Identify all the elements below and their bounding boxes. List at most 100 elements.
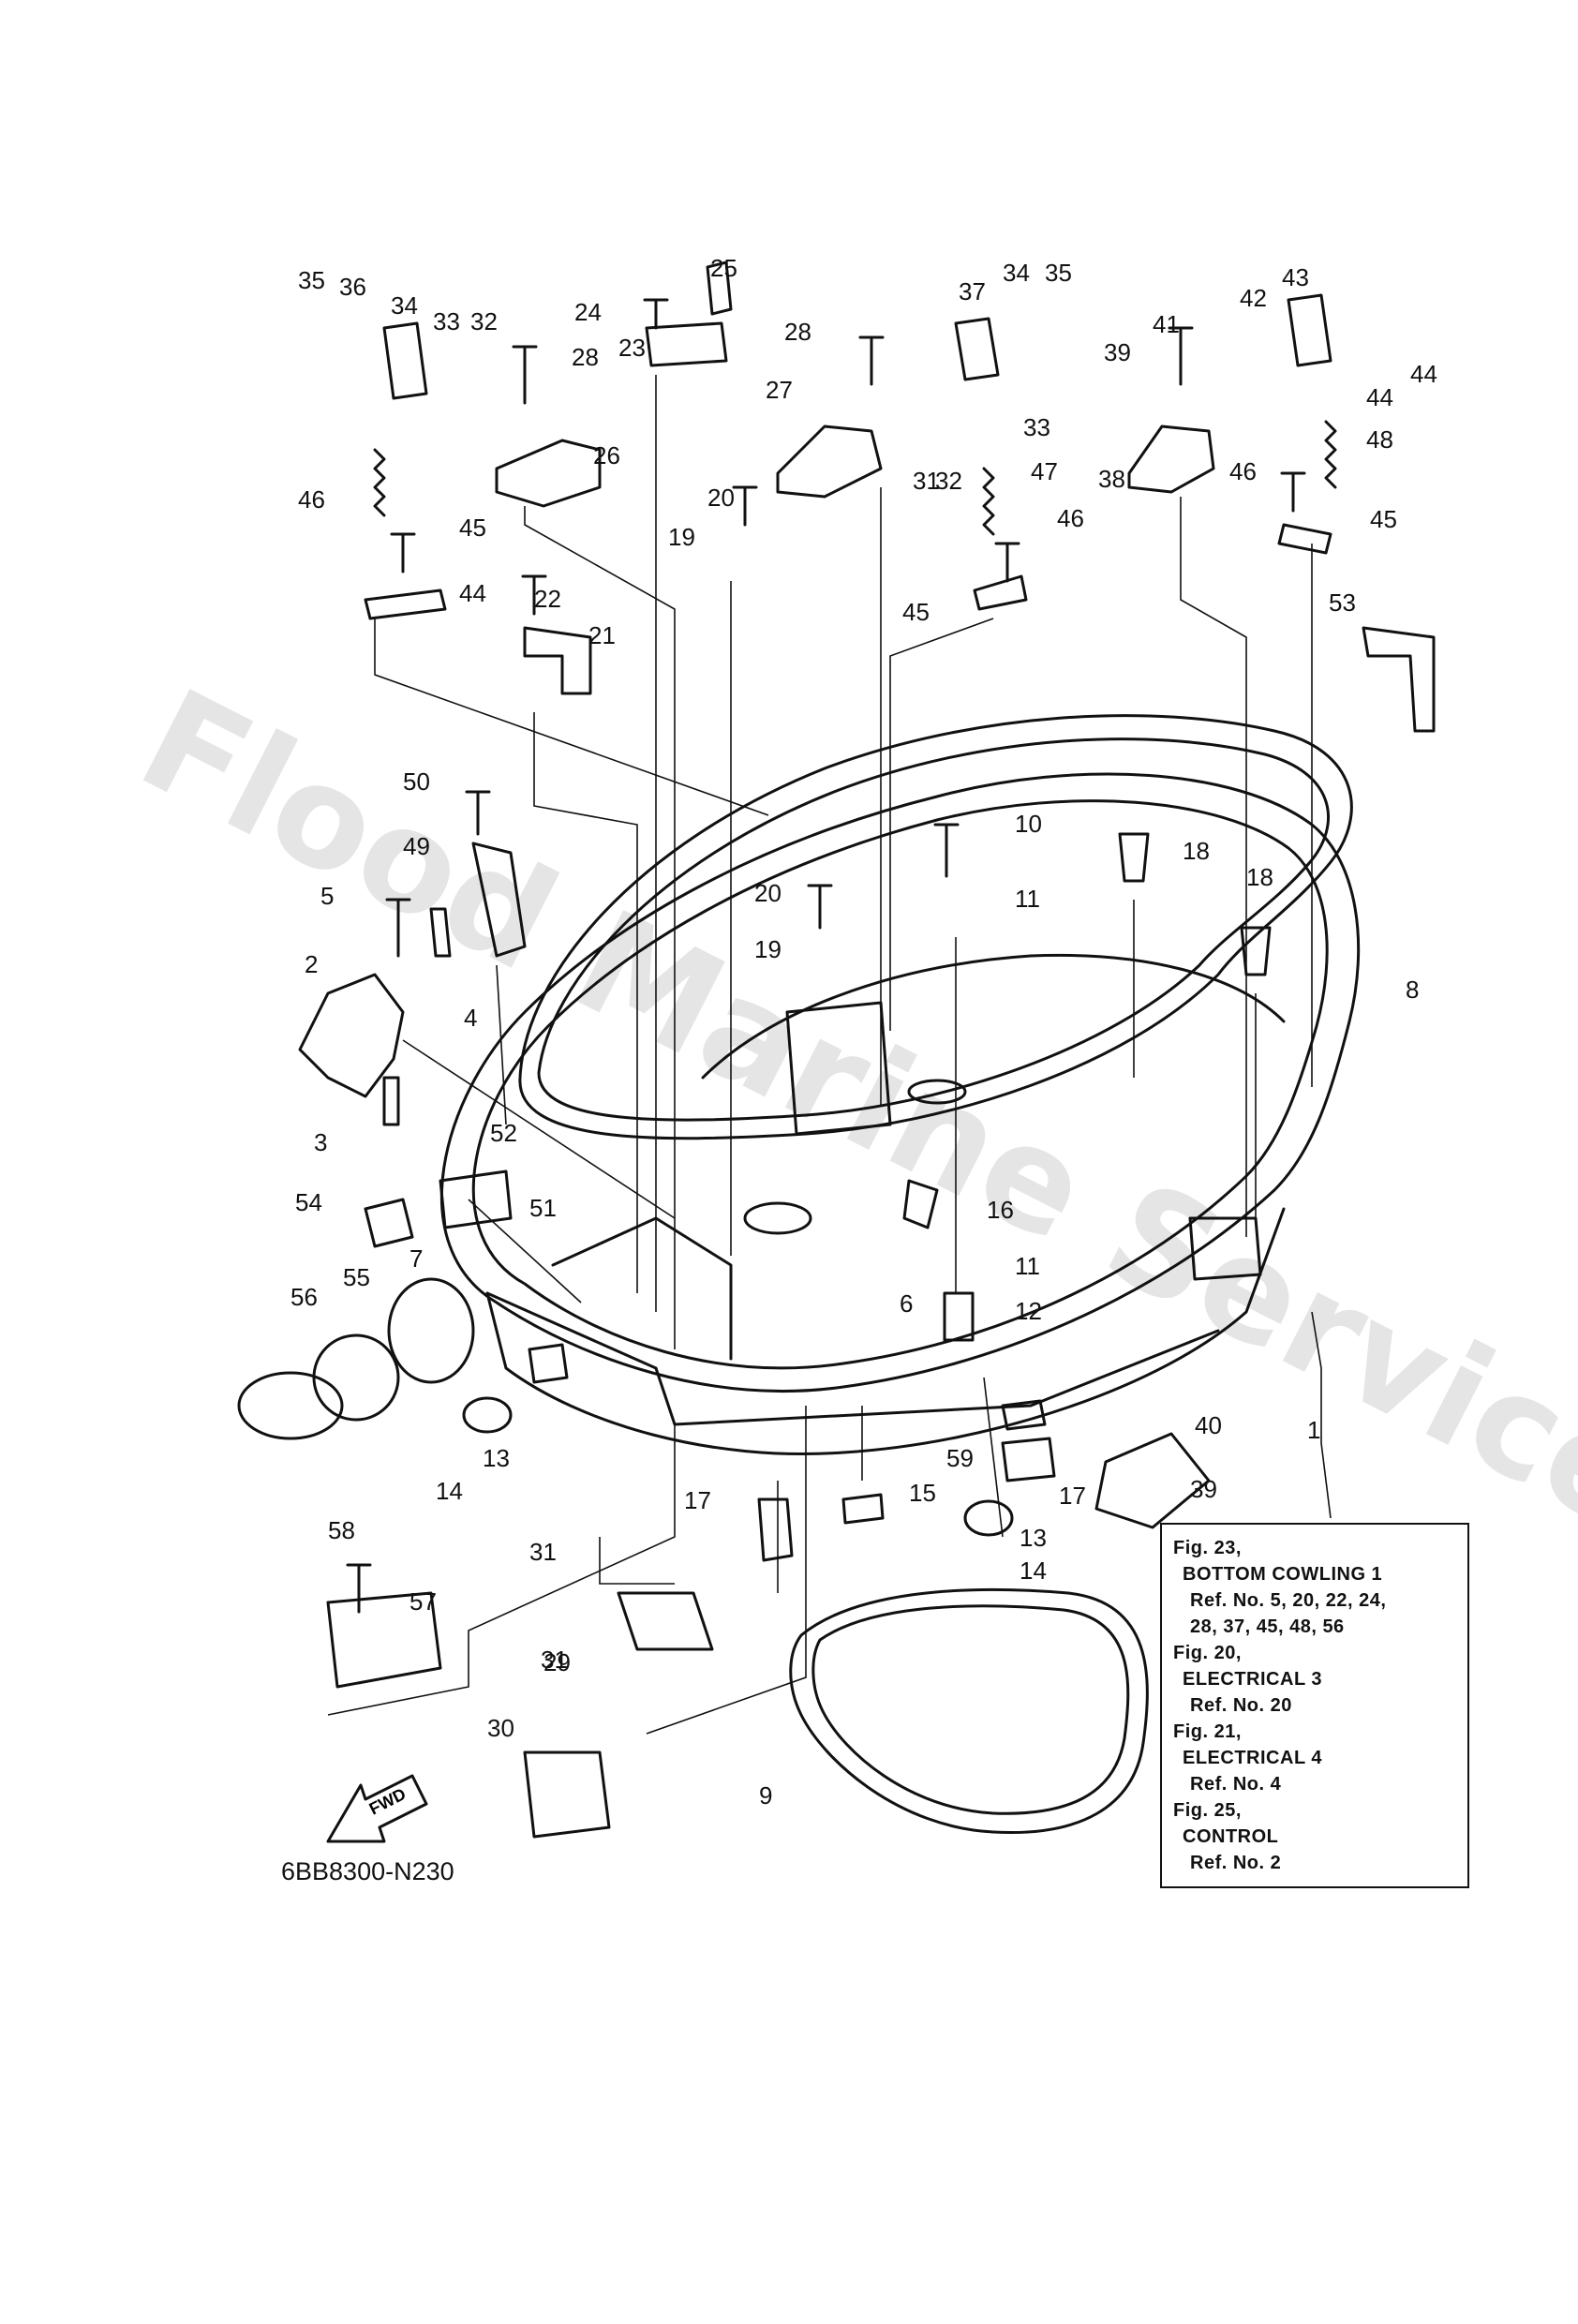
callout: 16 (987, 1196, 1014, 1224)
callout: 55 (343, 1263, 370, 1291)
callout: 17 (684, 1486, 711, 1514)
callout: 40 (1195, 1411, 1222, 1439)
callout: 30 (487, 1714, 514, 1742)
legend-line: ELECTRICAL 3 (1183, 1669, 1322, 1690)
bottom-cowling-part (439, 772, 1361, 1456)
callout: 5 (320, 882, 334, 910)
callout: 3 (314, 1128, 327, 1156)
callout: 33 (433, 307, 460, 335)
callout: 54 (295, 1188, 322, 1216)
legend-line: BOTTOM COWLING 1 (1183, 1564, 1383, 1585)
legend-line: Ref. No. 2 (1190, 1853, 1282, 1873)
callout: 43 (1282, 263, 1309, 291)
callout: 56 (290, 1283, 318, 1311)
callout: 28 (572, 343, 599, 371)
callout: 36 (339, 273, 366, 301)
callout: 44 (459, 579, 486, 607)
callout: 31 (541, 1646, 568, 1674)
callout: 45 (902, 598, 930, 626)
callout: 11 (1015, 1252, 1040, 1280)
callout: 35 (298, 266, 325, 294)
callout: 46 (1057, 504, 1084, 532)
callout: 25 (710, 254, 737, 282)
leader-lines (327, 375, 1332, 1735)
callout: 28 (784, 318, 811, 346)
callout: 14 (436, 1477, 463, 1505)
callout: 39 (1190, 1475, 1217, 1503)
callout: 47 (1031, 457, 1058, 485)
callout: 58 (328, 1516, 355, 1544)
callout: 57 (409, 1587, 437, 1616)
callout: 52 (490, 1119, 517, 1147)
callout: 19 (668, 523, 695, 551)
diagram-code: 6BB8300-N230 (281, 1857, 454, 1885)
legend-line: Fig. 25, (1173, 1800, 1242, 1821)
callout: 41 (1153, 310, 1180, 338)
callout: 48 (1366, 425, 1393, 454)
legend-line: Fig. 21, (1173, 1721, 1242, 1742)
callout: 32 (935, 467, 962, 495)
callout: 1 (1307, 1416, 1320, 1444)
callout: 42 (1240, 284, 1267, 312)
callout: 14 (1020, 1557, 1047, 1585)
bolts (346, 298, 1306, 1614)
callout-labels: 1 2 3 4 5 6 7 8 9 10 11 11 12 13 13 14 1… (290, 254, 1437, 1810)
callout: 51 (529, 1194, 557, 1222)
callout: 53 (1329, 588, 1356, 617)
callout: 50 (403, 767, 430, 796)
callout: 31 (529, 1538, 557, 1566)
gasket-9 (789, 1587, 1149, 1835)
callout: 22 (534, 585, 561, 613)
callout: 45 (459, 514, 486, 542)
legend-line: 28, 37, 45, 48, 56 (1190, 1616, 1345, 1637)
fwd-arrow-icon: FWD (326, 1774, 428, 1843)
callout: 38 (1098, 465, 1125, 493)
callout: 26 (593, 441, 620, 469)
callout: 37 (959, 277, 986, 305)
callout: 34 (391, 291, 418, 320)
callout: 20 (707, 484, 735, 512)
legend-line: ELECTRICAL 4 (1183, 1748, 1322, 1768)
callout: 8 (1406, 976, 1419, 1004)
callout: 59 (946, 1444, 974, 1472)
legend-line: CONTROL (1183, 1826, 1279, 1847)
callout: 17 (1059, 1482, 1086, 1510)
callout: 20 (754, 879, 782, 907)
callout: 12 (1015, 1297, 1042, 1325)
callout: 4 (464, 1004, 477, 1032)
callout: 35 (1045, 259, 1072, 287)
callout: 34 (1003, 259, 1030, 287)
callout: 2 (305, 950, 318, 978)
callout: 9 (759, 1781, 772, 1810)
callout: 15 (909, 1479, 936, 1507)
callout: 24 (574, 298, 602, 326)
legend-line: Ref. No. 4 (1190, 1774, 1282, 1795)
callout: 32 (470, 307, 498, 335)
callout: 19 (754, 935, 782, 963)
callout: 27 (766, 376, 793, 404)
callout: 10 (1015, 810, 1042, 838)
callout: 18 (1183, 837, 1210, 865)
callout: 31 (913, 467, 940, 495)
callout: 46 (1229, 457, 1257, 485)
callout: 6 (900, 1289, 913, 1318)
cowling-seal-8 (518, 714, 1353, 1140)
callout: 29 (543, 1648, 571, 1676)
callout: 7 (409, 1244, 423, 1273)
callout: 21 (588, 621, 616, 649)
callout: 45 (1370, 505, 1397, 533)
legend-line: Fig. 20, (1173, 1643, 1242, 1663)
callout: 23 (618, 334, 646, 362)
small-parts (237, 261, 1436, 1839)
callout: 44 (1366, 383, 1393, 411)
callout: 18 (1246, 863, 1273, 891)
legend-line: Ref. No. 5, 20, 22, 24, (1190, 1590, 1387, 1611)
legend-line: Fig. 23, (1173, 1538, 1242, 1558)
legend-line: Ref. No. 20 (1190, 1695, 1292, 1716)
callout: 46 (298, 485, 325, 514)
callout: 33 (1023, 413, 1050, 441)
callout: 39 (1104, 338, 1131, 366)
reference-legend: Fig. 23, BOTTOM COWLING 1 Ref. No. 5, 20… (1160, 1523, 1469, 1888)
callout: 13 (483, 1444, 510, 1472)
